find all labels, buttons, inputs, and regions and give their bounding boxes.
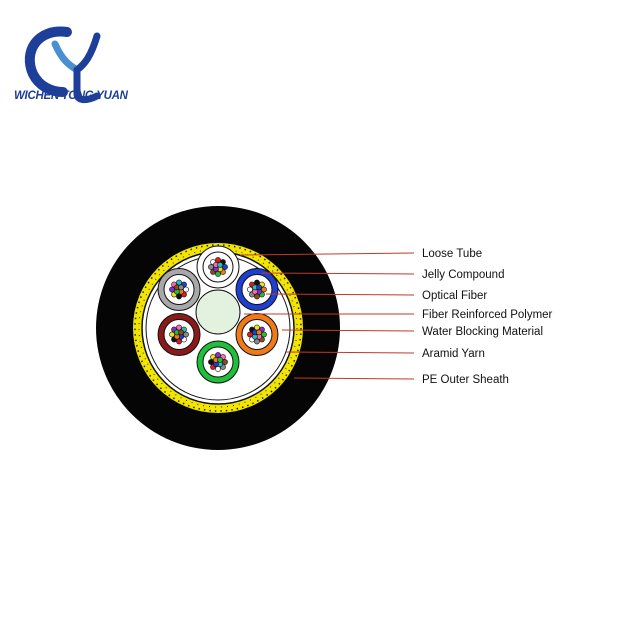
callout-line [285,351,415,354]
loose-tube [235,268,279,311]
jelly-compound [241,274,273,305]
optical-fiber [256,284,262,291]
logo-text: WICHEN TONG YUAN [14,90,128,102]
optical-fiber [247,331,253,338]
jelly-compound [241,319,273,350]
optical-fiber [178,329,185,336]
optical-fiber [247,286,253,293]
optical-fiber [176,279,182,286]
optical-fiber [176,338,182,345]
optical-fiber [254,293,260,300]
optical-fiber [222,264,228,270]
optical-fiber [261,286,267,293]
optical-fiber [215,257,221,263]
optical-fiber [254,279,260,286]
optical-fiber [183,286,189,293]
component-label: Aramid Yarn [422,348,485,360]
callout-line [261,272,415,275]
optical-fiber [178,284,185,291]
loose-tube [196,340,240,384]
loose-tube [157,313,201,356]
logo-mark-y-right [73,32,101,104]
jelly-compound [202,251,234,283]
loose-tube [235,313,279,356]
optical-fiber [176,324,182,331]
optical-fiber [169,286,175,293]
jelly-compound [163,274,195,305]
loose-tube [196,245,240,289]
company-logo [24,26,101,104]
optical-fiber [215,366,221,372]
optical-fiber [254,338,260,345]
optical-fiber [217,356,224,363]
loose-tube [157,268,201,311]
optical-fiber [215,352,221,358]
component-label: Loose Tube [422,248,482,260]
jelly-compound [163,319,195,350]
component-label: PE Outer Sheath [422,374,509,386]
fiber-reinforced-polymer [195,289,241,335]
optical-fiber [176,293,182,300]
callout-line [265,293,415,296]
logo-mark-c [24,26,72,97]
optical-fiber [215,271,221,277]
optical-fiber [208,264,214,270]
component-label: Water Blocking Material [422,326,543,338]
callout-line [281,329,415,332]
component-label: Fiber Reinforced Polymer [422,309,553,321]
optical-fiber [254,324,260,331]
loose-tubes [157,245,279,384]
optical-fiber [169,331,175,338]
component-label: Jelly Compound [422,269,504,281]
jelly-compound [202,346,234,378]
optical-fiber [217,261,224,268]
callout-line [239,252,415,256]
callout-line [293,377,415,380]
optical-fiber [261,331,267,338]
optical-fiber [183,331,189,338]
optical-fiber [208,359,214,365]
callout-lines [239,252,415,380]
optical-fiber [256,329,262,336]
aramid-yarn-texture-inner [138,248,298,408]
aramid-yarn-texture [134,244,302,412]
optical-fiber [222,359,228,365]
component-label: Optical Fiber [422,290,487,302]
